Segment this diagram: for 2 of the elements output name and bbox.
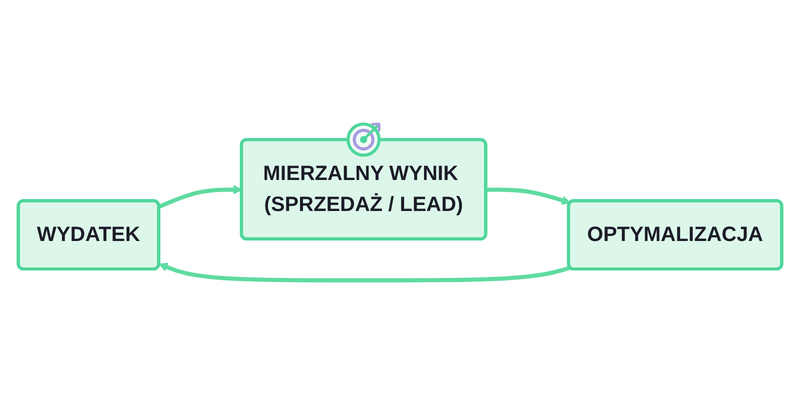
- arrow: [158, 262, 571, 282]
- arrow: [486, 188, 571, 205]
